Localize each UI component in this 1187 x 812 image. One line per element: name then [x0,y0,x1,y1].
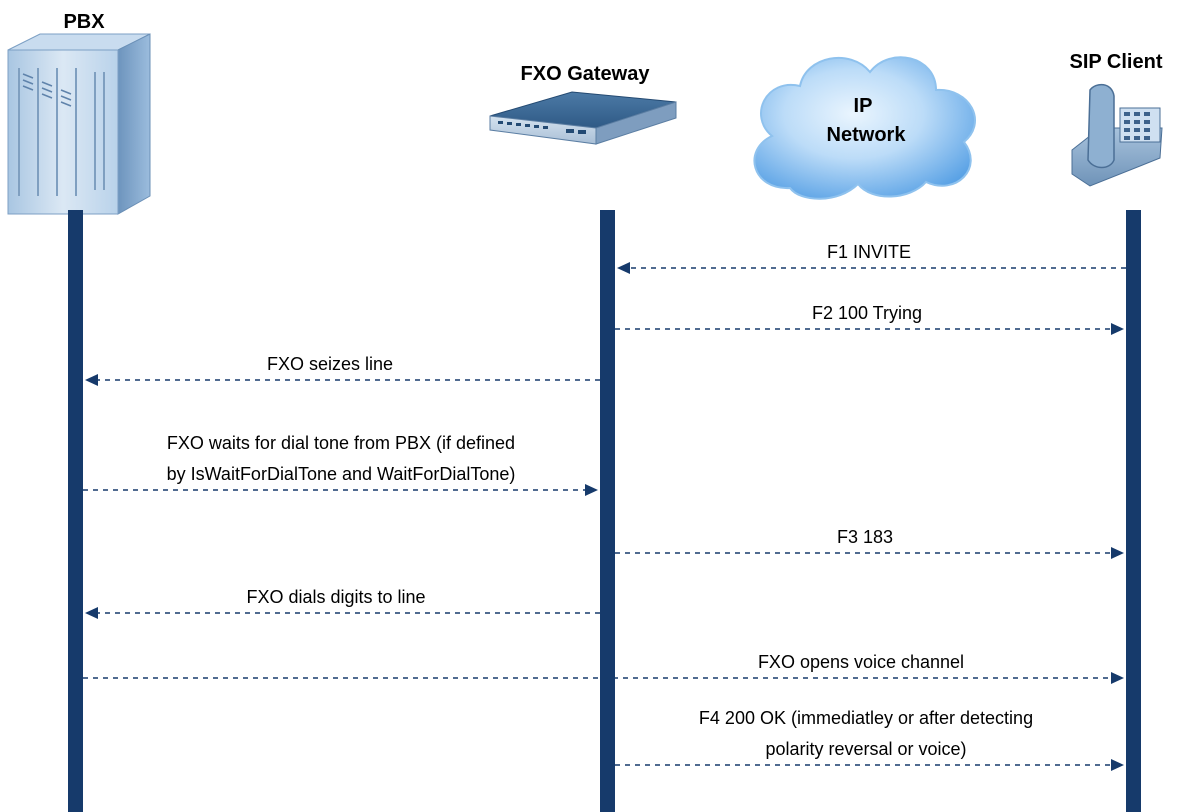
message-fxo-waits-dial-tone: FXO waits for dial tone from PBX (if def… [83,433,598,496]
message-fxo-opens-voice-channel: FXO opens voice channel [83,652,1124,684]
pbx-label: PBX [63,11,105,33]
arrow-head [85,607,98,619]
arrow-head [585,484,598,496]
message-label: polarity reversal or voice) [765,739,966,759]
network-label-line1: IP [854,95,873,117]
client-lifeline [1126,210,1141,812]
message-f3-183: F3 183 [615,527,1124,559]
cloud-icon [753,56,976,200]
network-label-line2: Network [827,124,907,146]
message-label: F4 200 OK (immediatley or after detectin… [699,708,1033,728]
message-label: F2 100 Trying [812,303,922,323]
client-label: SIP Client [1070,51,1163,73]
message-label: F1 INVITE [827,242,911,262]
arrow-head [617,262,630,274]
message-label: by IsWaitForDialTone and WaitForDialTone… [167,464,516,484]
arrow-head [85,374,98,386]
arrow-head [1111,323,1124,335]
arrow-head [1111,672,1124,684]
message-fxo-dials-digits: FXO dials digits to line [85,587,600,619]
gateway-lifeline [600,210,615,812]
arrow-head [1111,759,1124,771]
message-label: F3 183 [837,527,893,547]
message-f4-200-ok: F4 200 OK (immediatley or after detectin… [615,708,1124,771]
arrow-head [1111,547,1124,559]
message-f2-100-trying: F2 100 Trying [615,303,1124,335]
message-label: FXO waits for dial tone from PBX (if def… [167,433,515,453]
message-label: FXO dials digits to line [246,587,425,607]
pbx-lifeline [68,210,83,812]
gateway-label: FXO Gateway [521,63,651,85]
phone-icon [1071,83,1163,187]
message-f1-invite: F1 INVITE [617,242,1126,274]
pbx-icon [7,33,151,215]
gateway-icon [489,91,677,145]
message-label: FXO seizes line [267,354,393,374]
message-label: FXO opens voice channel [758,652,964,672]
message-fxo-seizes-line: FXO seizes line [85,354,600,386]
